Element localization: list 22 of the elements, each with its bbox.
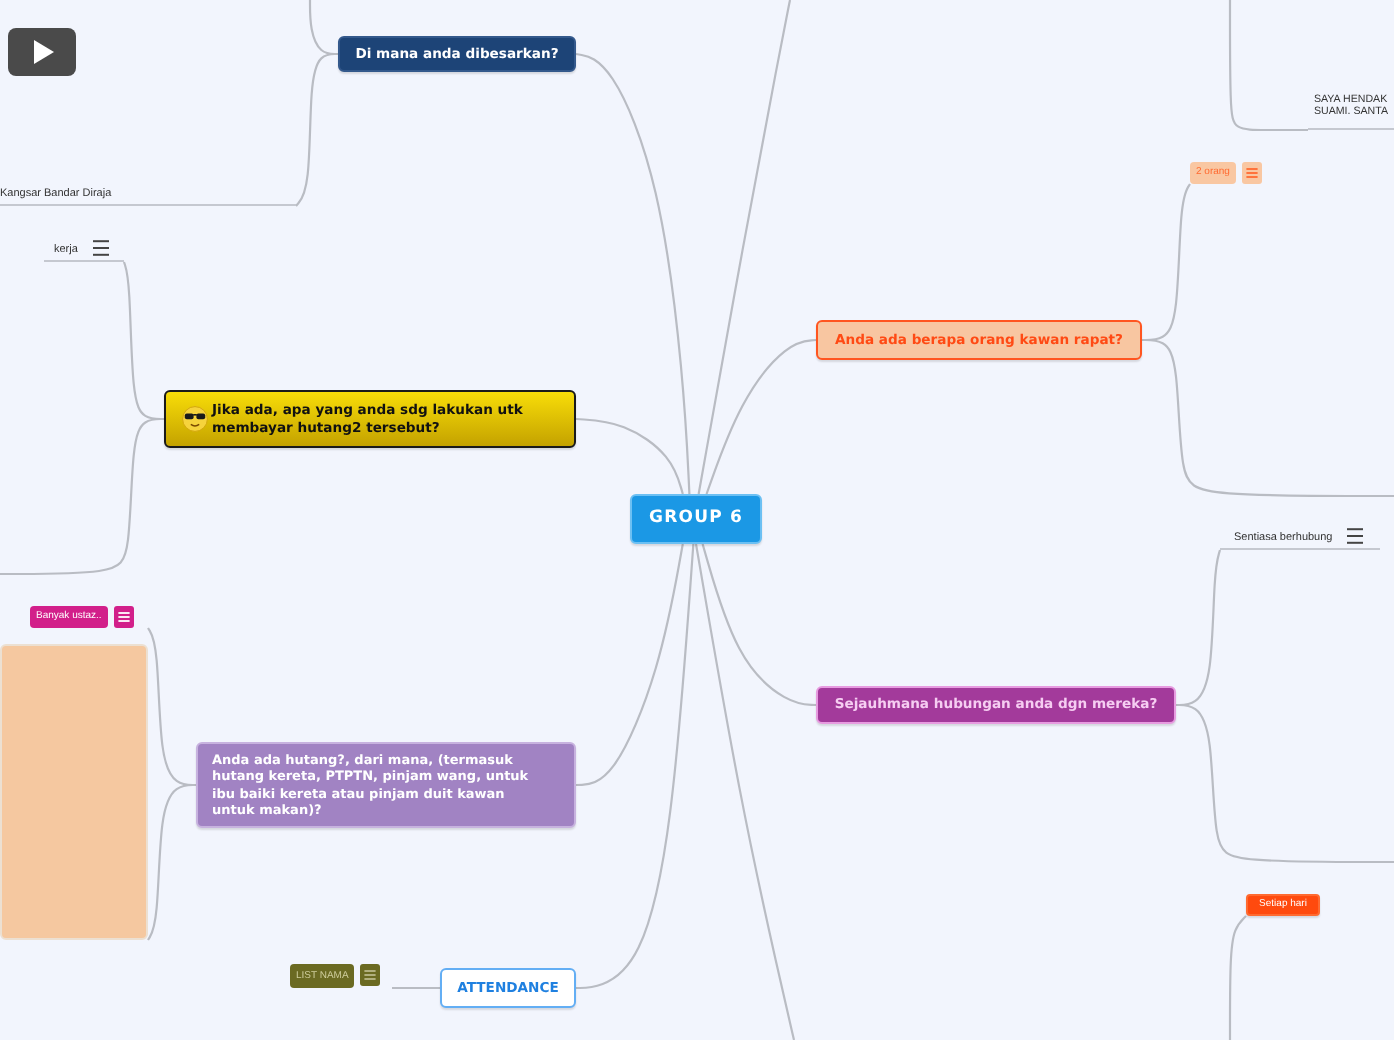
- central-topic: GROUP 6: [630, 494, 762, 544]
- connector-line: [308, 0, 338, 56]
- connector-line: [575, 417, 684, 495]
- blank-panel: [0, 644, 148, 940]
- connector-line: [0, 417, 164, 576]
- connector-line: [575, 52, 691, 495]
- connector-line: [694, 543, 796, 1040]
- topic-box: [164, 390, 576, 448]
- connector-line: [147, 783, 196, 941]
- connector-line: [392, 986, 440, 990]
- connector-line: [1228, 915, 1247, 1040]
- subtopic: [1308, 92, 1394, 130]
- subtopic: [44, 238, 124, 262]
- subtopic: [1220, 526, 1380, 550]
- connector-line: [1228, 0, 1308, 132]
- connector-line: [701, 543, 817, 707]
- connector-line: [575, 543, 684, 787]
- connector-line: [697, 0, 792, 495]
- connector-line: [705, 338, 817, 495]
- connector-line: [1176, 703, 1394, 864]
- connector-line: [576, 543, 695, 990]
- connector-line: [1142, 338, 1394, 498]
